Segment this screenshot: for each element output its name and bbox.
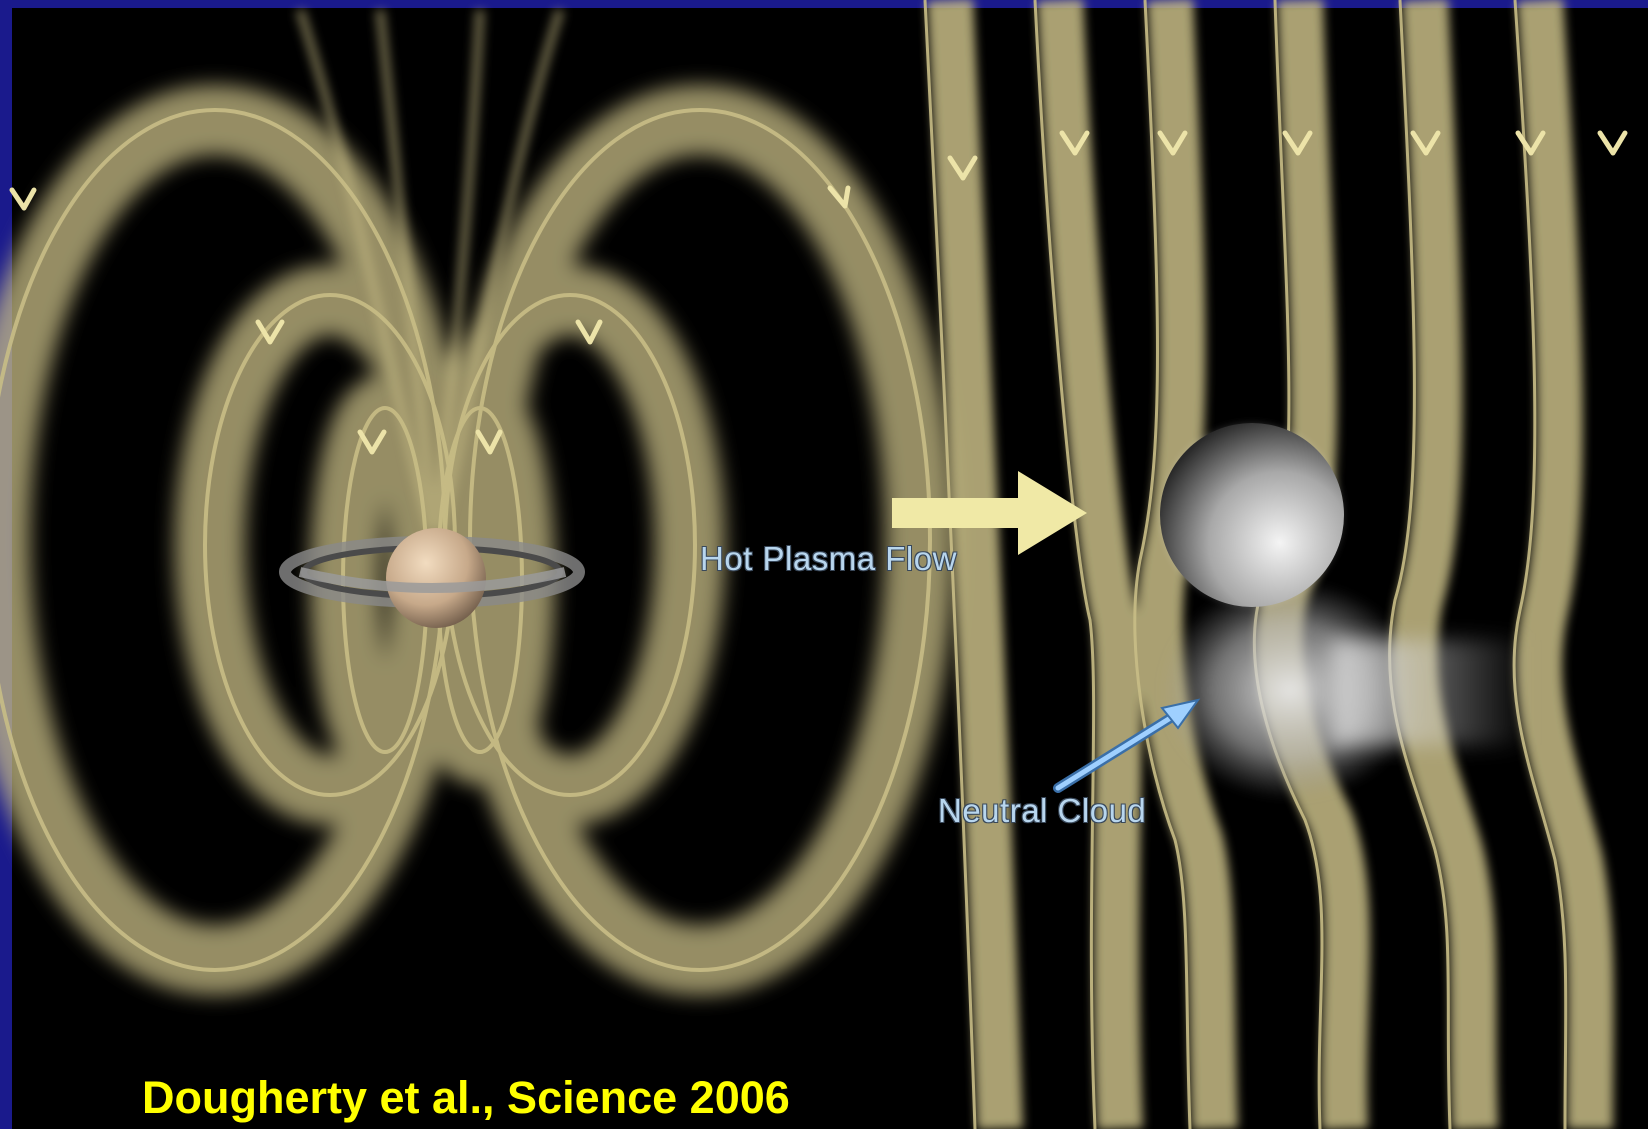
- direction-chevron-icon: [947, 155, 978, 181]
- enceladus-icon: [1160, 423, 1530, 800]
- direction-chevron-icon: [1410, 130, 1441, 156]
- neutral-cloud-label: Neutral Cloud: [938, 792, 1147, 829]
- direction-chevron-icon: [1157, 130, 1188, 156]
- hot-plasma-flow-label: Hot Plasma Flow: [700, 540, 957, 577]
- direction-chevron-icons: [9, 130, 1628, 455]
- saturn-icon: [279, 528, 585, 628]
- direction-chevron-icon: [357, 429, 387, 455]
- direction-chevron-icon: [255, 319, 285, 345]
- flow-arrow-icon: [892, 471, 1087, 555]
- direction-chevron-icon: [475, 429, 503, 455]
- pointer-arrow-icon: [1053, 698, 1201, 793]
- direction-chevron-icon: [1597, 130, 1628, 156]
- direction-chevron-icon: [9, 187, 37, 211]
- direction-chevron-icon: [827, 185, 851, 209]
- direction-chevron-icon: [1059, 130, 1090, 156]
- citation-credit: Dougherty et al., Science 2006: [142, 1072, 790, 1123]
- direction-chevron-icon: [1282, 130, 1313, 156]
- direction-chevron-icon: [1515, 130, 1546, 156]
- direction-chevron-icon: [575, 319, 603, 345]
